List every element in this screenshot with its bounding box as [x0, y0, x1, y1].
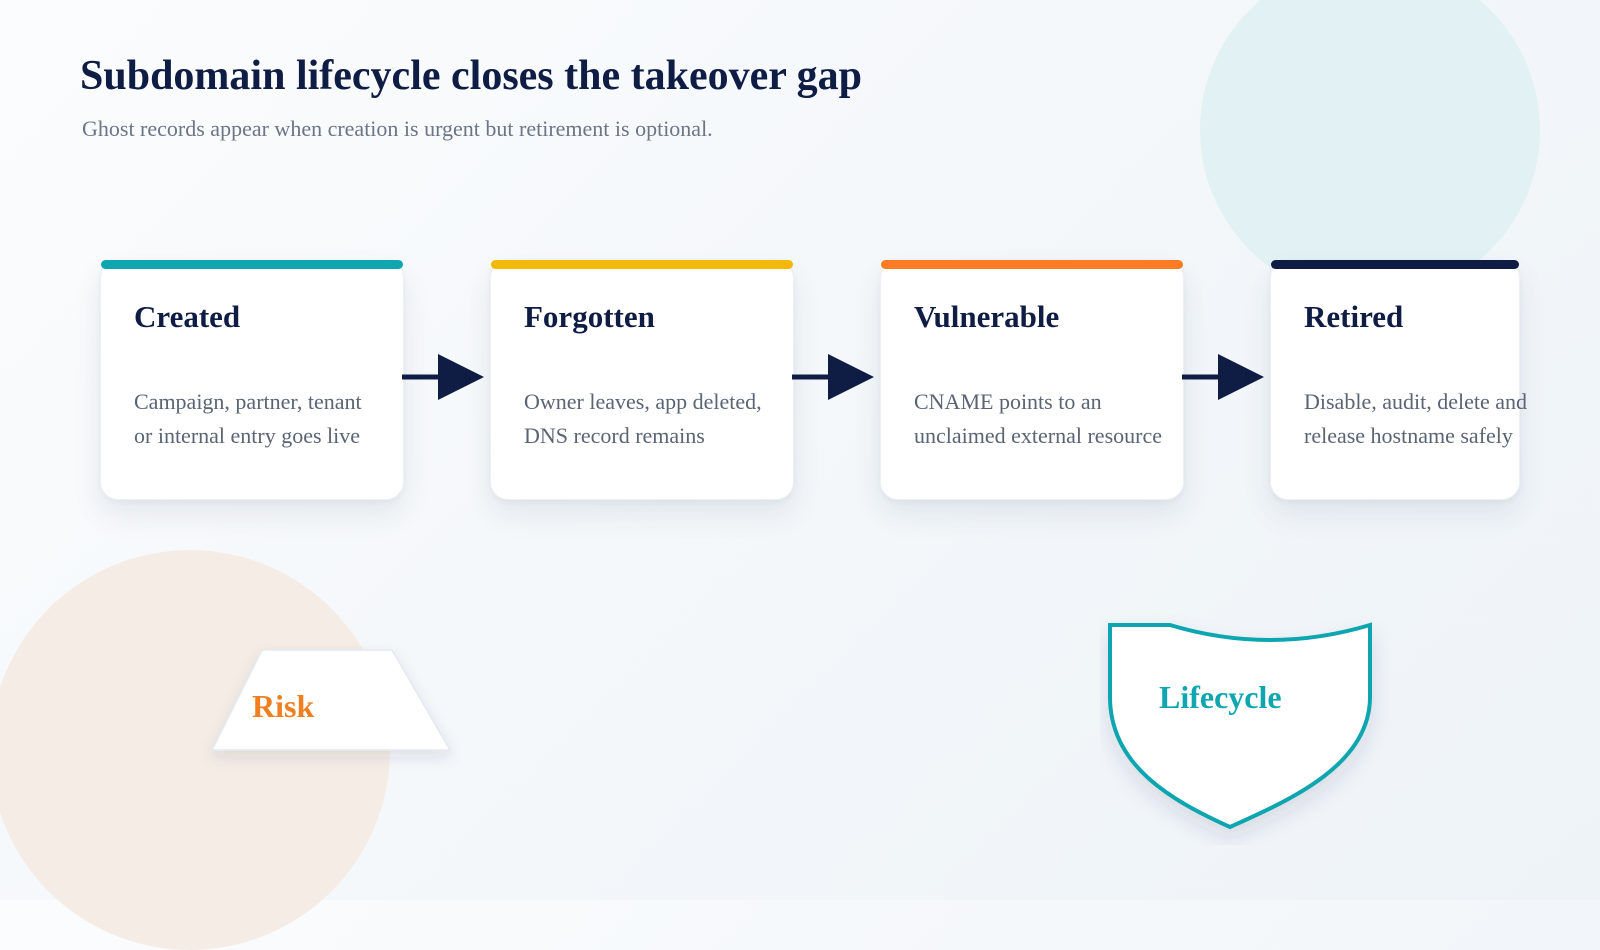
stage-description: Owner leaves, app deleted, DNS record re… — [524, 389, 762, 448]
stage-description: Disable, audit, delete and release hostn… — [1304, 389, 1527, 448]
stage-title: Created — [134, 299, 241, 334]
shield-shape-icon — [1108, 622, 1372, 830]
arrow-right-icon — [1182, 354, 1264, 400]
arrow-right-icon — [402, 354, 484, 400]
stage-accent-bar — [1271, 260, 1519, 269]
stage-accent-bar — [101, 260, 403, 269]
lifecycle-label: Lifecycle — [1159, 679, 1282, 715]
stage-accent-bar — [881, 260, 1183, 269]
stage-card-forgotten: Forgotten Owner leaves, app deleted, DNS… — [490, 260, 794, 500]
arrow-right-icon — [792, 354, 874, 400]
page-subtitle: Ghost records appear when creation is ur… — [82, 116, 713, 141]
stage-title: Vulnerable — [914, 299, 1060, 334]
stage-card-vulnerable: Vulnerable CNAME points to an unclaimed … — [880, 260, 1184, 500]
stage-card-retired: Retired Disable, audit, delete and relea… — [1270, 260, 1527, 500]
stage-title: Forgotten — [524, 299, 655, 334]
risk-badge: Risk — [200, 642, 460, 772]
stage-description: CNAME points to an unclaimed external re… — [914, 389, 1162, 448]
risk-label: Risk — [252, 688, 315, 724]
lifecycle-badge: Lifecycle — [1100, 615, 1390, 845]
stage-description: Campaign, partner, tenant or internal en… — [134, 389, 362, 448]
page-title: Subdomain lifecycle closes the takeover … — [80, 53, 863, 99]
stage-accent-bar — [491, 260, 793, 269]
trapezoid-shape-icon — [210, 649, 452, 751]
decorative-circle-teal — [1200, 0, 1540, 300]
stage-card-created: Created Campaign, partner, tenant or int… — [100, 260, 404, 500]
stage-title: Retired — [1304, 299, 1404, 334]
